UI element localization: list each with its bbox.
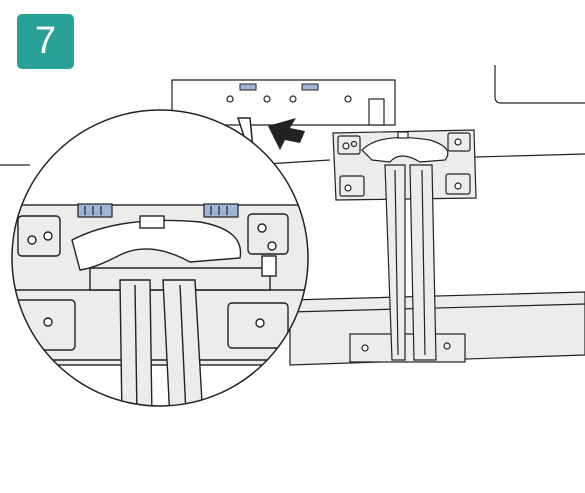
stand-beam: [289, 291, 585, 366]
panel-corner: [494, 65, 585, 104]
magnifier-callout: [11, 109, 309, 407]
step-number-badge: 7: [17, 14, 74, 69]
zoom-connector: [77, 203, 239, 218]
cable-channel: [384, 164, 437, 361]
back-board: [171, 79, 396, 126]
arrow-icon: [268, 118, 305, 150]
board-connector: [239, 83, 319, 91]
